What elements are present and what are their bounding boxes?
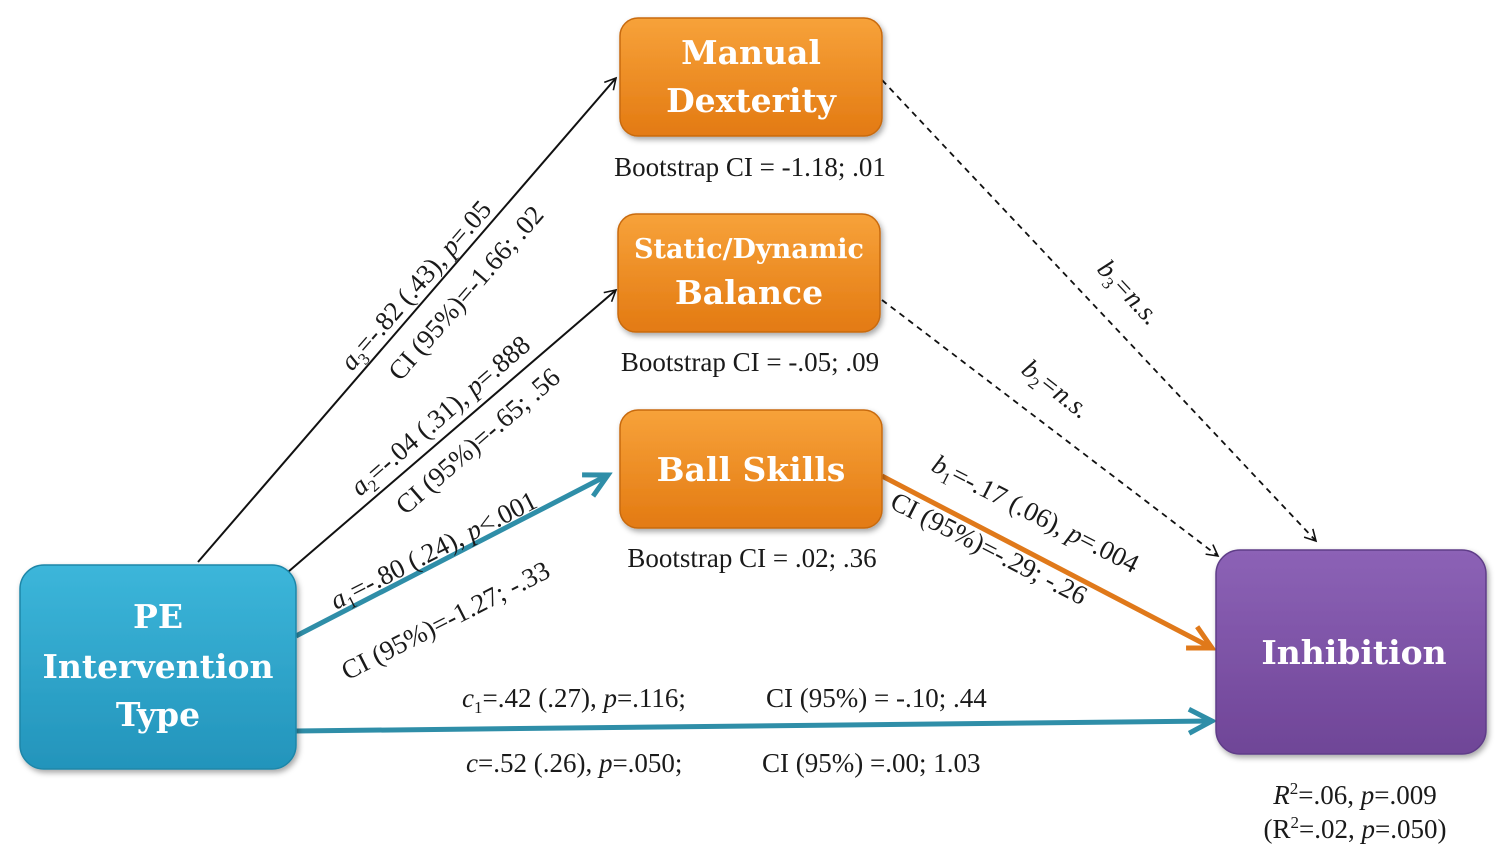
path-b2-arrow (881, 299, 1220, 558)
pe-label-2: Intervention (43, 647, 274, 686)
path-a2-arrow (287, 288, 618, 573)
svg-text:b2=n.s.: b2=n.s. (1014, 353, 1096, 428)
path-b2-label: b2=n.s. (1014, 353, 1096, 428)
balance-label-2: Balance (675, 273, 823, 312)
path-c-coef: c=.52 (.26), p=.050; (466, 748, 682, 778)
balance-bootstrap-ci: Bootstrap CI = -.05; .09 (621, 347, 879, 377)
path-a3-labels: a3=-.82 (.43), p=.05 CI (95%)=-1.66; .02 (334, 194, 550, 386)
path-b1-labels: b1=-.17 (.06), p=.004 CI (95%)=-.29; -.2… (886, 449, 1145, 611)
pe-label-1: PE (133, 597, 183, 636)
pe-label-3: Type (116, 695, 200, 734)
path-c-arrow (295, 721, 1212, 731)
node-ball-skills: Ball Skills (619, 409, 883, 529)
inhibition-r2-line1: R2=.06, p=.009 (1272, 779, 1436, 810)
path-c1-coef: c1=.42 (.27), p=.116; (462, 683, 686, 717)
balance-label-1: Static/Dynamic (634, 234, 864, 265)
path-c1-ci: CI (95%) = -.10; .44 (766, 683, 987, 713)
node-manual-dexterity: Manual Dexterity (619, 17, 883, 137)
inhibition-label: Inhibition (1261, 633, 1446, 672)
path-a3-arrow (197, 76, 618, 563)
svg-text:b3=n.s.: b3=n.s. (1089, 254, 1167, 334)
ball-skills-label: Ball Skills (657, 450, 846, 489)
manual-dexterity-bootstrap-ci: Bootstrap CI = -1.18; .01 (614, 152, 886, 182)
node-inhibition: Inhibition (1215, 549, 1487, 755)
ball-skills-bootstrap-ci: Bootstrap CI = .02; .36 (627, 543, 876, 573)
path-b1-arrow (880, 473, 1212, 648)
inhibition-r2-line2: (R2=.02, p=.050) (1264, 813, 1447, 844)
node-balance: Static/Dynamic Balance (617, 213, 881, 333)
path-a1-labels: a1=-.80 (.24), p<.001 CI (95%)=-1.27; -.… (325, 485, 555, 686)
node-pe-intervention-type: PE Intervention Type (19, 564, 297, 770)
manual-dexterity-label-2: Dexterity (666, 81, 837, 120)
manual-dexterity-label-1: Manual (681, 33, 821, 72)
path-b3-label: b3=n.s. (1089, 254, 1167, 334)
path-c-ci: CI (95%) =.00; 1.03 (762, 748, 980, 778)
path-a1-arrow (294, 475, 608, 639)
